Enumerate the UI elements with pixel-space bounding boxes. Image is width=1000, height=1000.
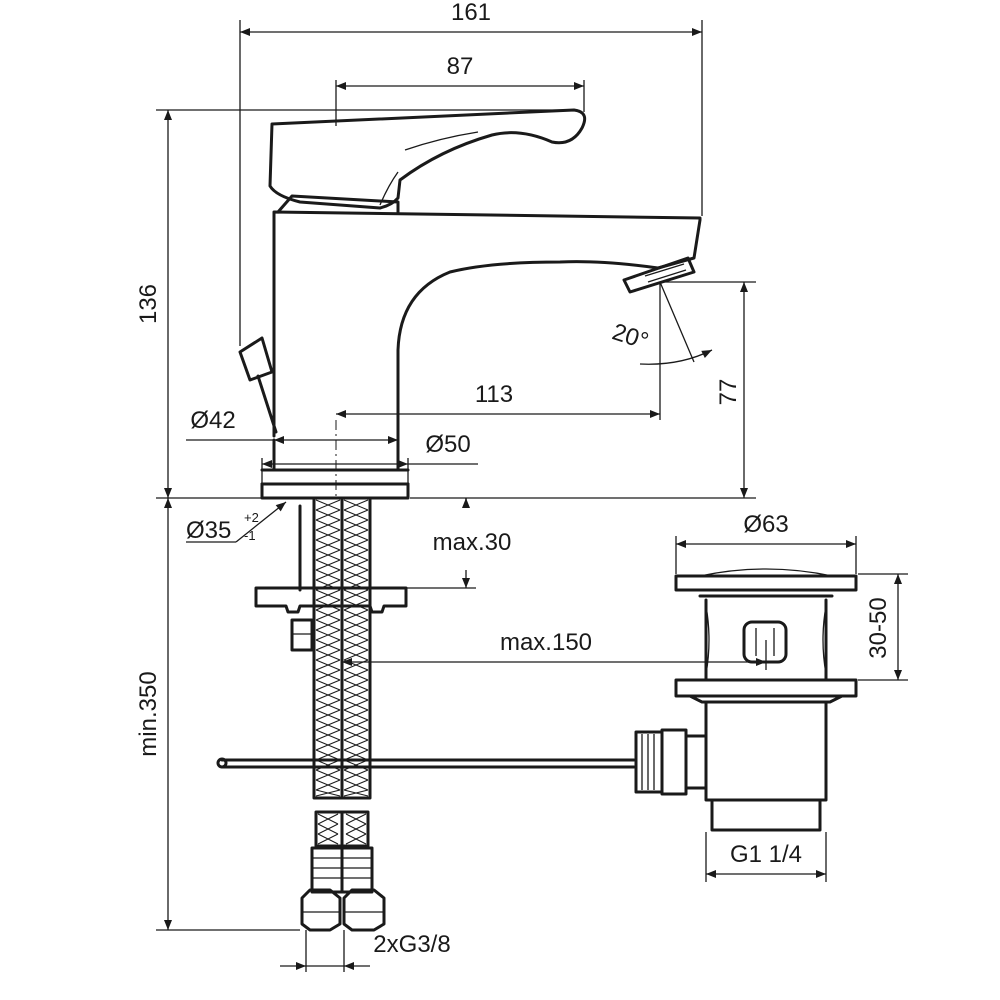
- waste-valve: [634, 568, 858, 832]
- dim-hole-tol-minus: -1: [244, 528, 256, 543]
- dim-angle: 20°: [609, 318, 652, 355]
- dim-hose-thread: 2xG3/8: [373, 931, 450, 958]
- base-plate: [260, 482, 410, 500]
- dim-spout-height: 77: [715, 379, 742, 406]
- dim-deck-thickness: max.30: [433, 529, 512, 556]
- dim-handle-length: 87: [447, 53, 474, 80]
- dim-hose-length: min.350: [135, 671, 162, 756]
- dim-hole-diameter: Ø35: [186, 517, 231, 544]
- dim-waste-height: 30-50: [865, 597, 892, 658]
- faucet-handle: [268, 108, 587, 210]
- dim-height: 136: [135, 284, 162, 324]
- dim-spout-reach: 113: [475, 381, 513, 408]
- dim-hole-tol-plus: +2: [244, 510, 259, 525]
- dim-waste-thread: G1 1/4: [730, 841, 802, 868]
- faucet-body: [272, 210, 702, 442]
- dim-base-diameter: Ø50: [425, 431, 470, 458]
- dim-waste-diameter: Ø63: [743, 511, 788, 538]
- popup-connecting-rod: [216, 757, 636, 769]
- dim-drain-distance: max.150: [500, 629, 592, 656]
- popup-rod: [238, 336, 278, 434]
- aerator: [622, 256, 696, 294]
- fixing-nut: [254, 586, 408, 652]
- dim-body-diameter: Ø42: [190, 407, 235, 434]
- dim-overall-width: 161: [451, 0, 491, 26]
- supply-hoses: [300, 496, 386, 932]
- under-deck: [216, 496, 636, 932]
